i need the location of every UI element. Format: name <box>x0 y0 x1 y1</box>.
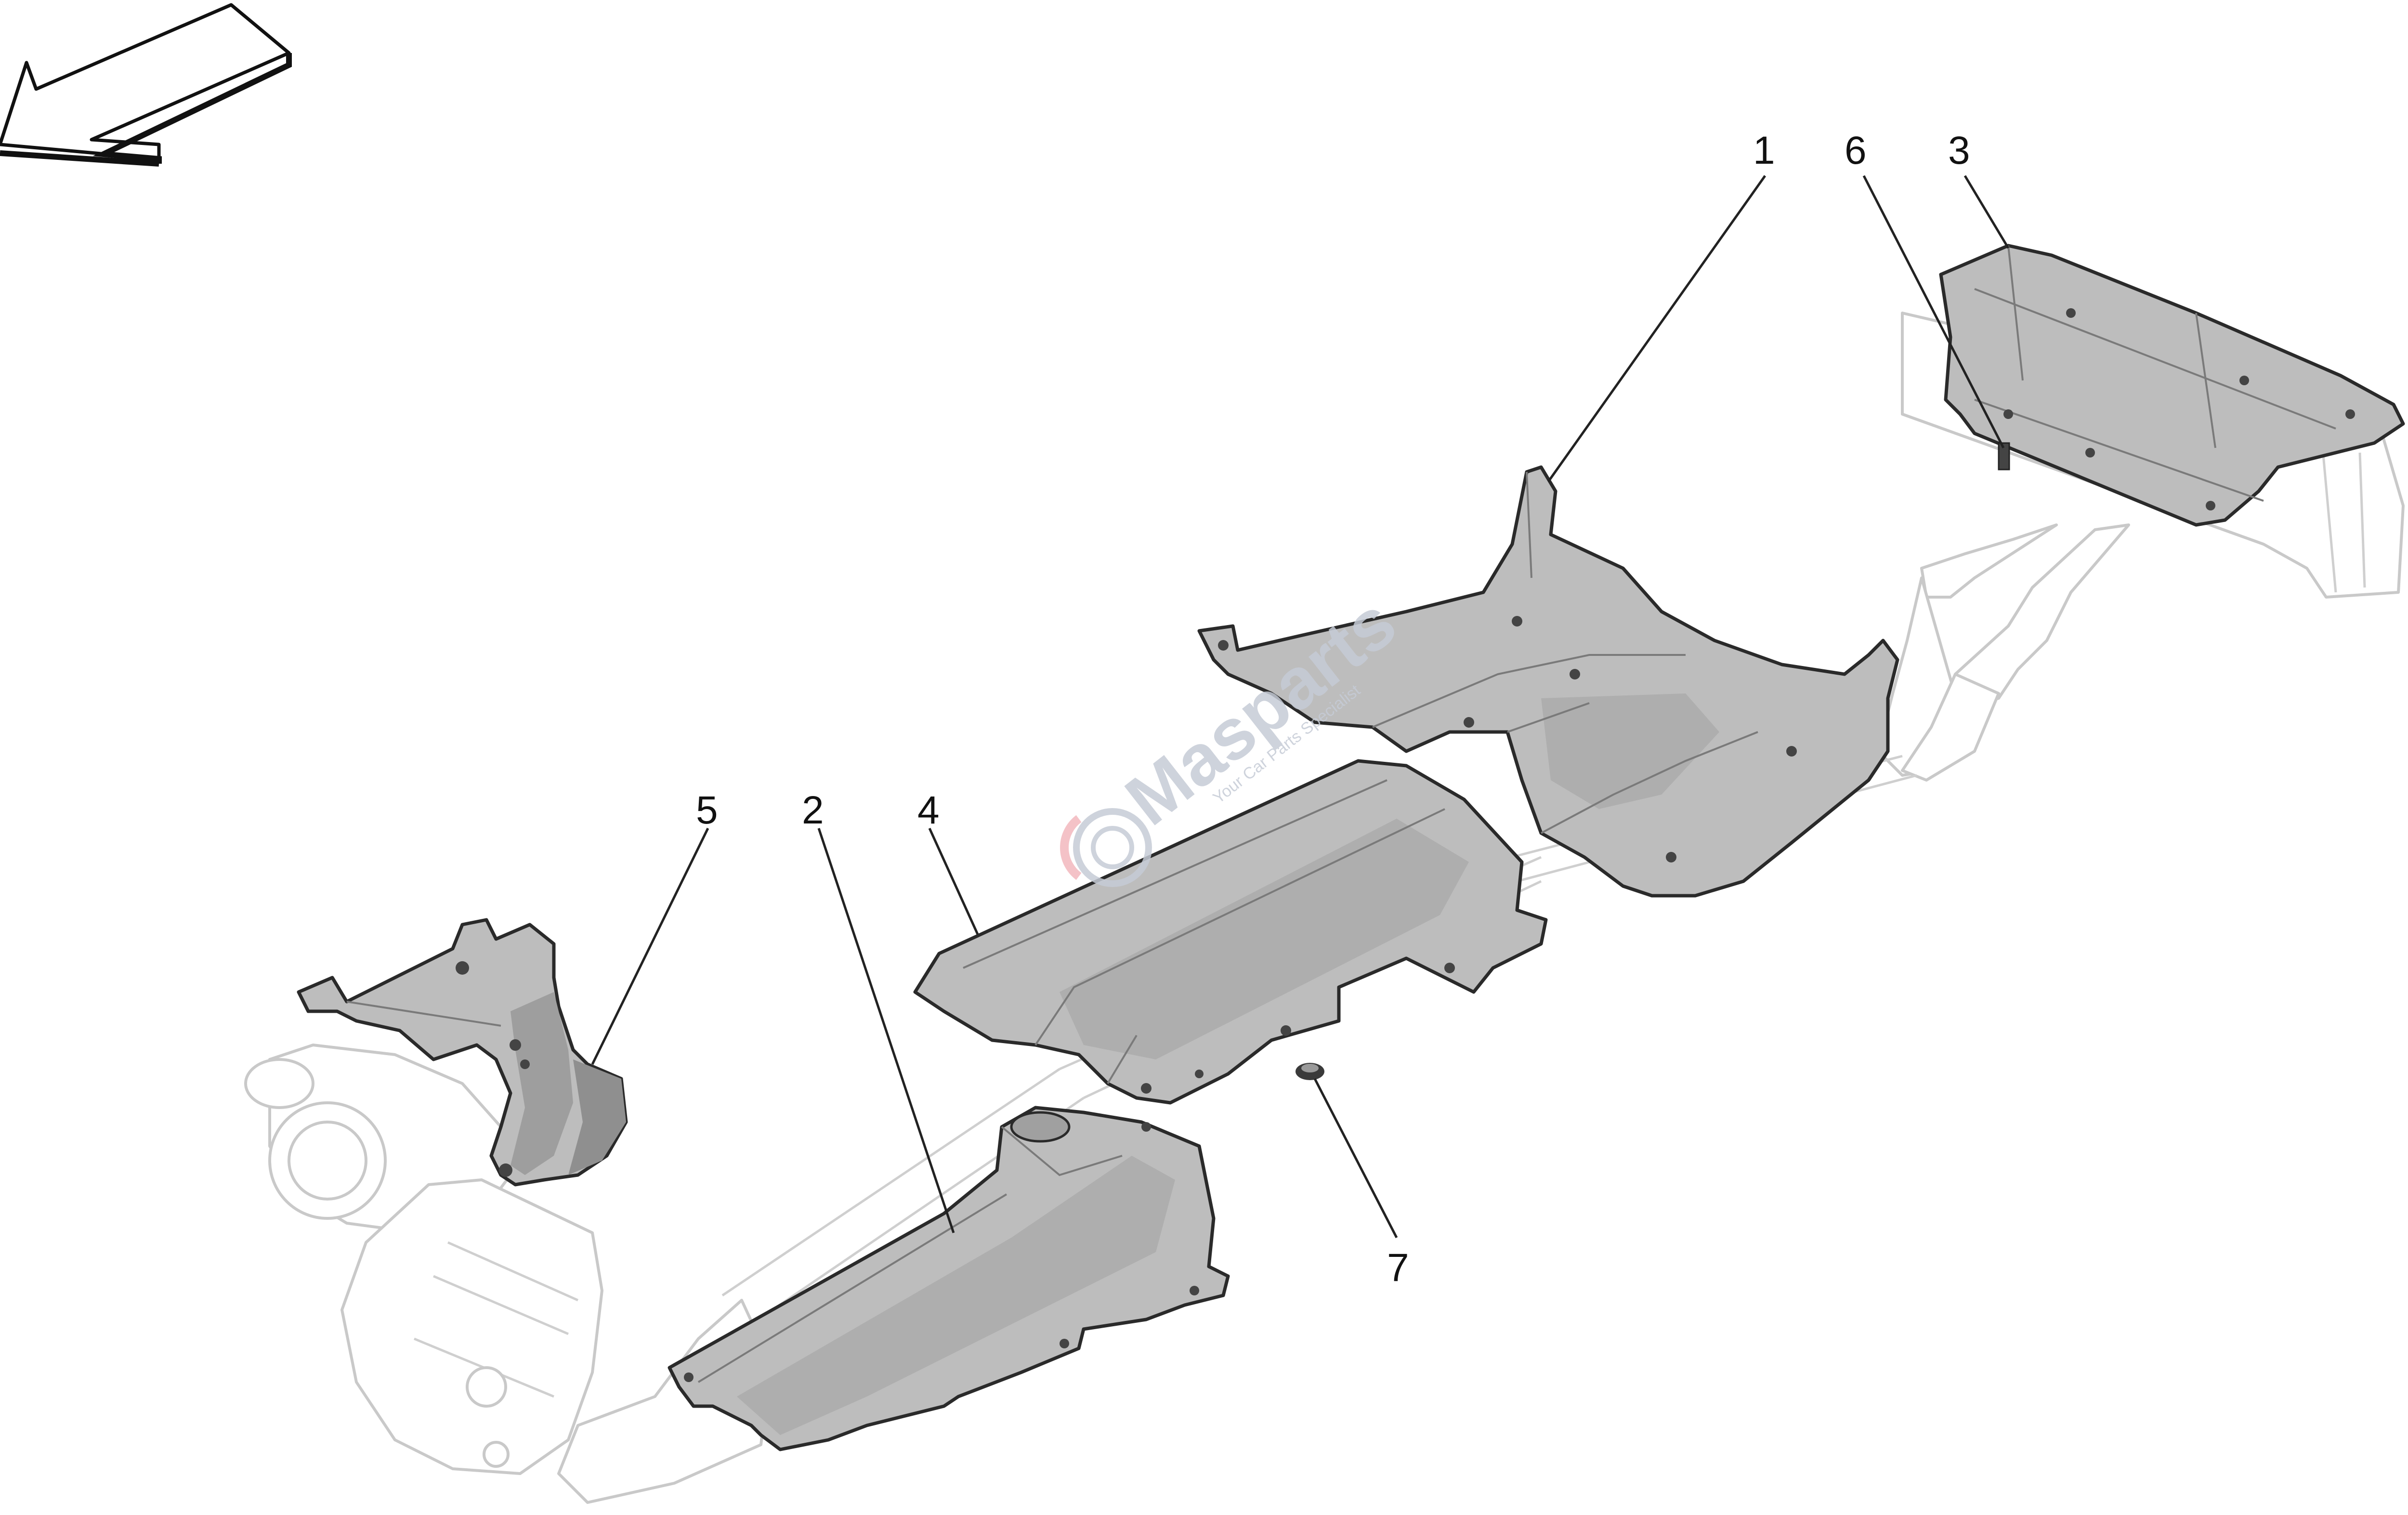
callout-7: 7 <box>1387 1246 1409 1290</box>
heat-shield-2 <box>667 1106 1230 1451</box>
callout-1: 1 <box>1753 129 1775 172</box>
callout-4: 4 <box>917 788 940 832</box>
leader-lines <box>591 175 2010 1239</box>
callout-2: 2 <box>802 788 824 832</box>
leader-5 <box>591 827 709 1065</box>
direction-arrow-icon <box>0 3 292 167</box>
heat-shield-5 <box>297 918 628 1187</box>
brand-logo-icon <box>1060 808 1152 887</box>
leader-7 <box>1313 1078 1398 1239</box>
leader-4 <box>928 827 979 935</box>
part-7-nut <box>1296 1063 1324 1080</box>
callout-5: 5 <box>696 788 718 832</box>
leader-1 <box>1547 175 1767 483</box>
heat-shield-3 <box>1939 244 2405 527</box>
heat-shield-1 <box>1197 465 1899 898</box>
callout-6: 6 <box>1845 129 1867 172</box>
heat-shield-4 <box>913 759 1548 1105</box>
leader-3 <box>1963 175 2010 249</box>
leader-6 <box>1862 175 2005 449</box>
callout-3: 3 <box>1948 129 1970 172</box>
part-6-stud <box>1998 442 2010 470</box>
leader-2 <box>817 828 955 1233</box>
callout-labels: 1 2 3 4 5 6 7 <box>696 129 1970 1290</box>
